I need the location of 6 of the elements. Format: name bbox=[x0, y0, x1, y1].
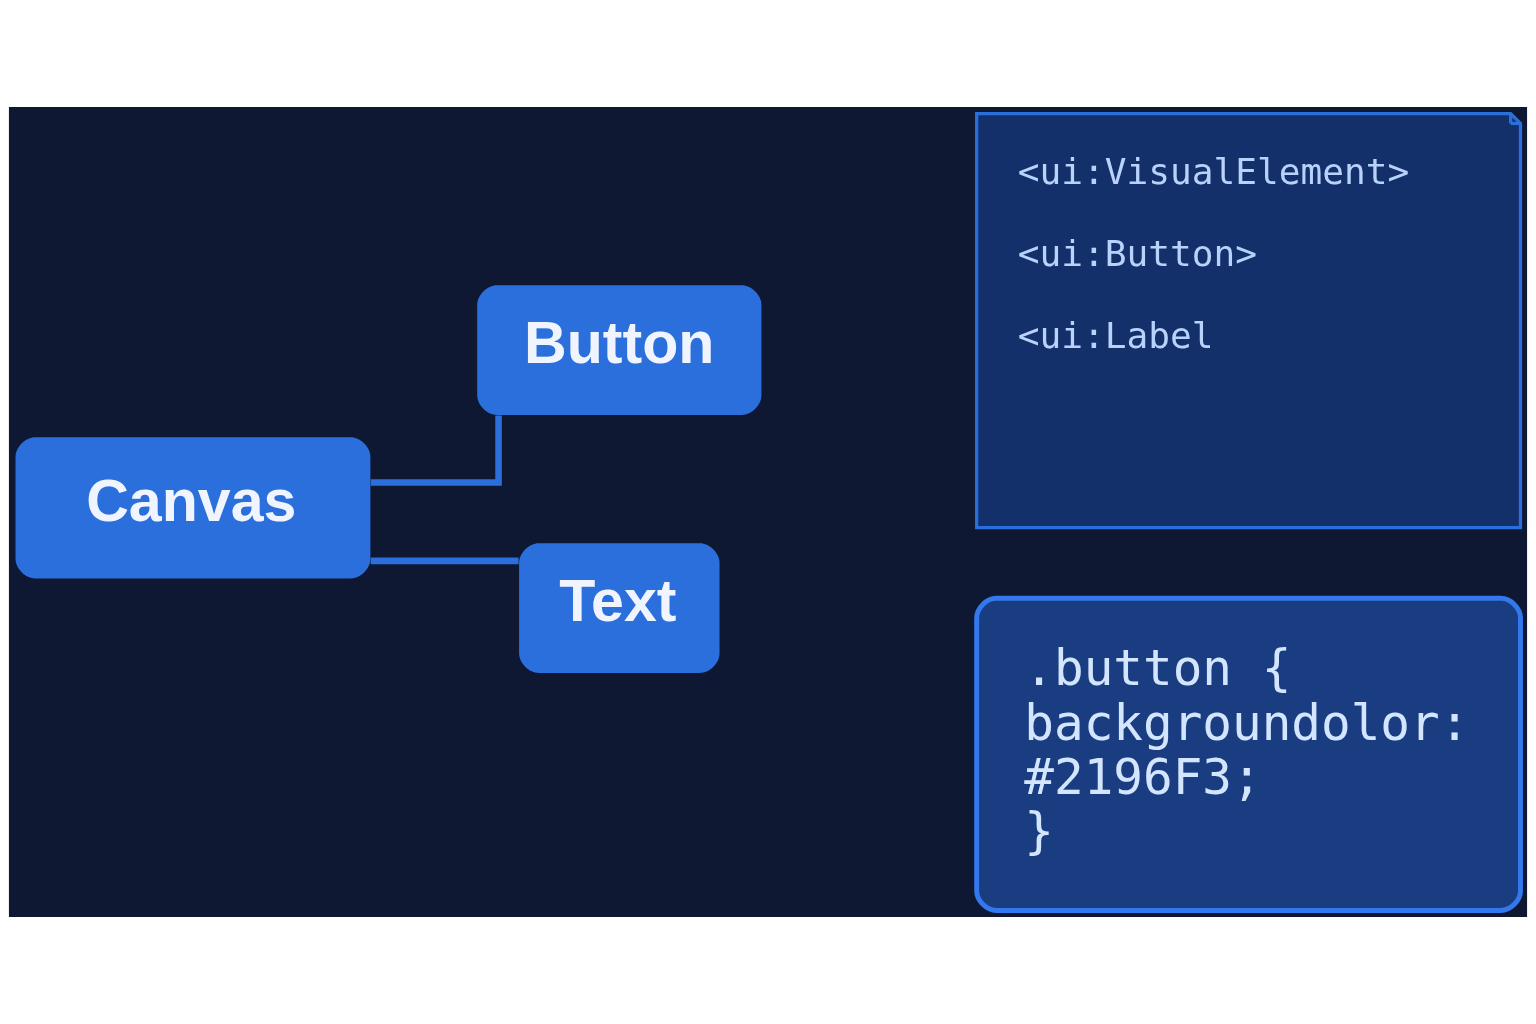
connector bbox=[370, 557, 519, 565]
node-box: .button { backgroundolor: #2196F3; } bbox=[974, 595, 1523, 913]
node-box: Canvas bbox=[15, 437, 371, 579]
connector bbox=[370, 415, 502, 486]
node-box: Button bbox=[477, 285, 762, 416]
node-box: Text bbox=[519, 543, 720, 673]
